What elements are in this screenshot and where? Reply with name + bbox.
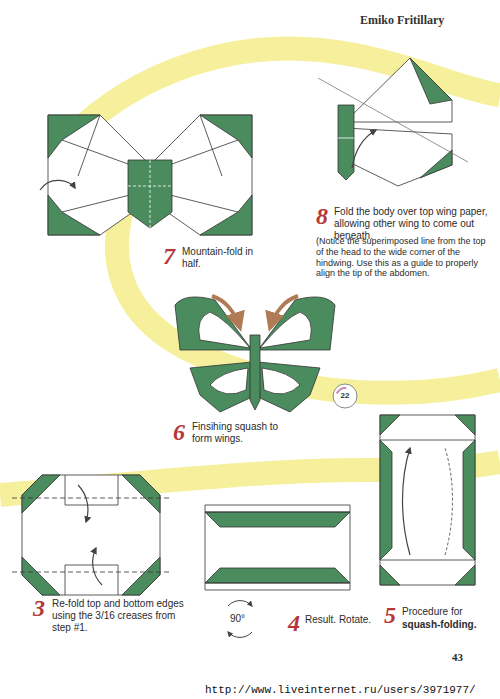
- watermark-url: http://www.liveinternet.ru/users/3971977…: [205, 684, 476, 697]
- step4-figure: [205, 505, 350, 590]
- page-number: 43: [452, 651, 463, 664]
- step-number: 4: [288, 611, 300, 635]
- rotate-symbol: [228, 601, 252, 638]
- angle-label: 90°: [230, 613, 245, 625]
- step-text: Mountain-fold in half.: [182, 246, 267, 270]
- step-text: squash-folding.: [402, 619, 476, 631]
- step8-figure: [318, 58, 468, 186]
- step-text: Re-fold top and bottom edges using the 3…: [52, 598, 187, 634]
- step5-figure: [380, 415, 475, 585]
- reference-number: 22: [332, 383, 358, 409]
- step-number: 7: [163, 244, 175, 268]
- step-number: 6: [173, 420, 185, 444]
- step-text: Result. Rotate.: [305, 614, 371, 626]
- reference-circle: 22: [332, 383, 358, 409]
- step-text: Finsihing squash to form wings.: [192, 421, 287, 445]
- step7-figure: [40, 115, 252, 235]
- step-text: Procedure for: [402, 606, 463, 618]
- step6-figure: [175, 296, 335, 412]
- note-text: (Notice the superimposed line from the t…: [316, 236, 494, 279]
- step3-figure: [12, 475, 170, 595]
- circle-outline: [333, 384, 357, 408]
- step-number: 3: [33, 596, 45, 620]
- step-number: 8: [316, 204, 328, 228]
- step-number: 5: [384, 603, 396, 627]
- page-title: Emiko Fritillary: [360, 13, 444, 27]
